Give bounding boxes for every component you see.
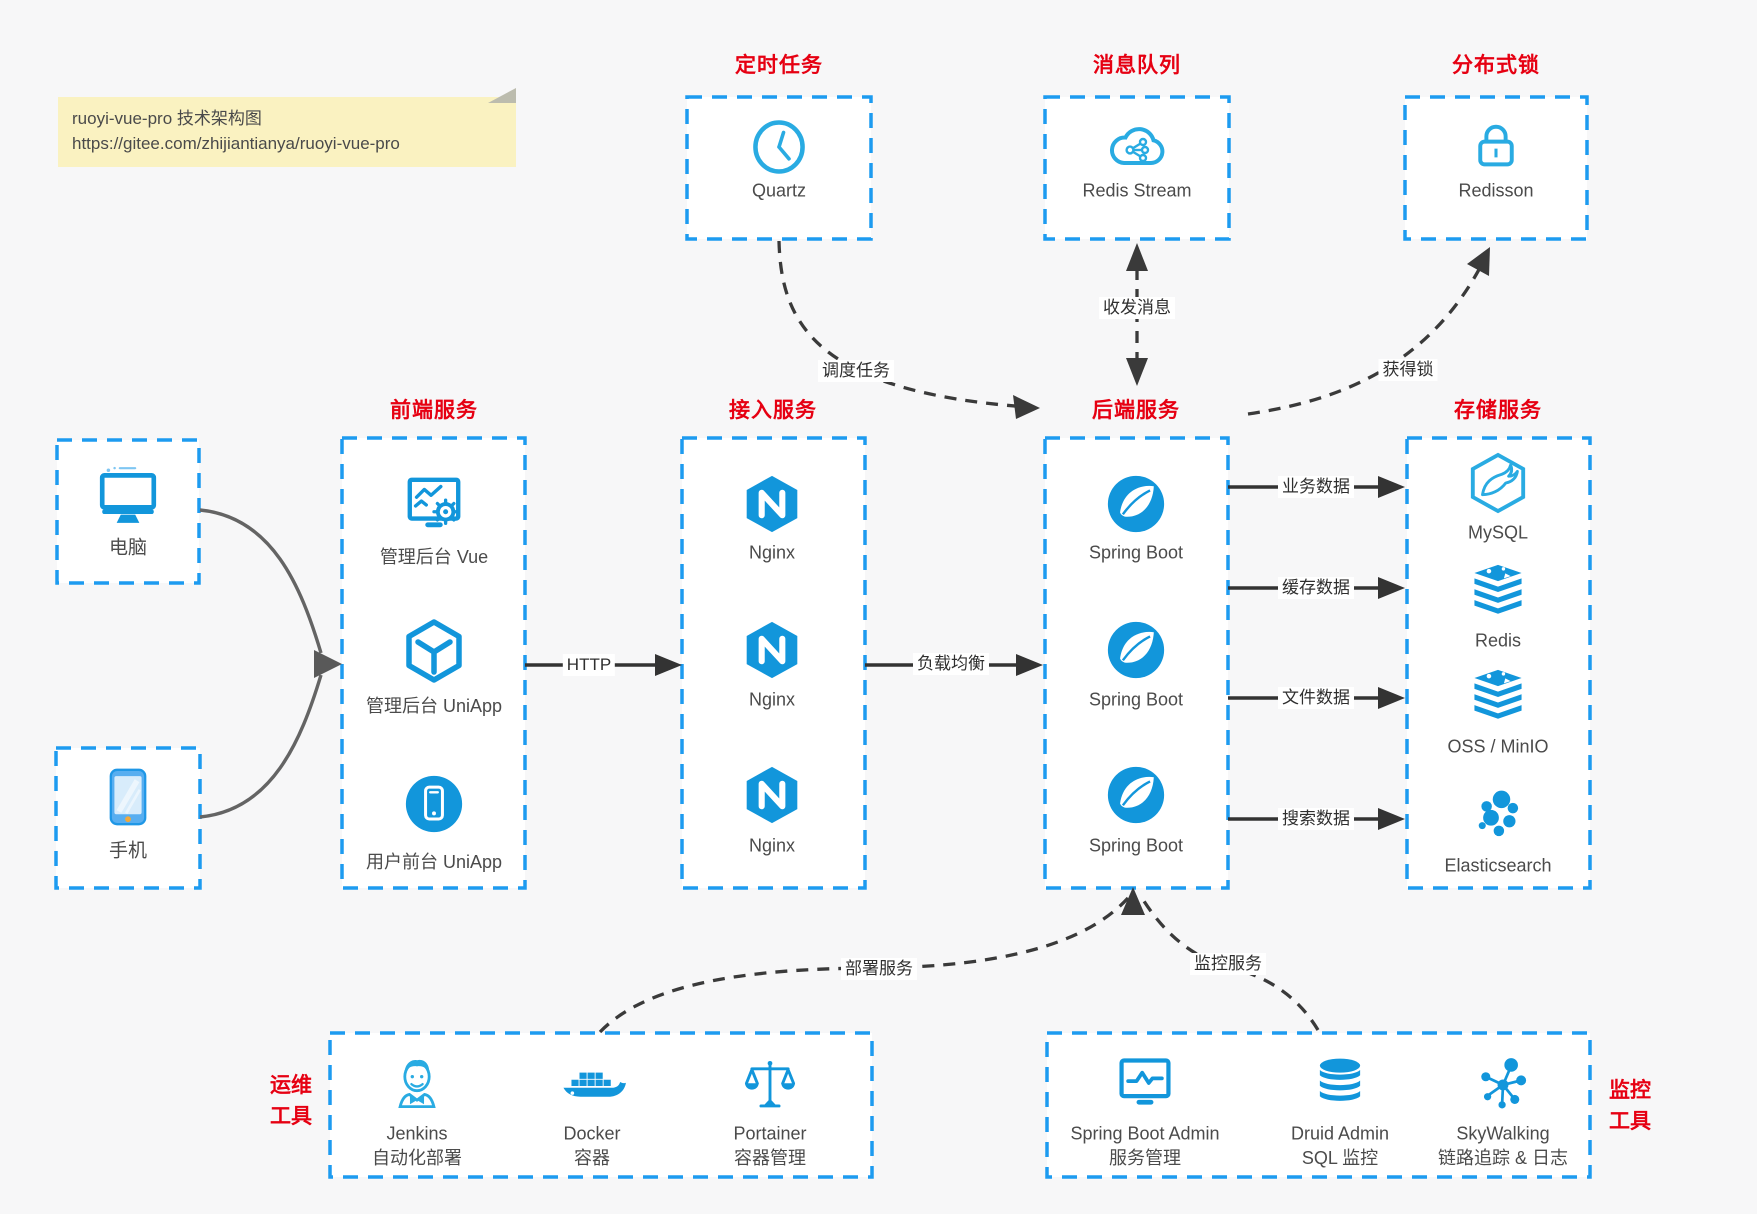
sticky-note: ruoyi-vue-pro 技术架构图 https://gitee.com/zh… (58, 88, 516, 167)
edge-label-business-data: 业务数据 (1278, 476, 1354, 498)
druid-database-icon (1312, 1056, 1368, 1112)
spring-boot-admin-icon (1115, 1053, 1175, 1113)
node-label-redisson: Redisson (1458, 180, 1534, 201)
group-title-monitor-tools: 监控 工具 (1609, 1079, 1651, 1133)
node-label-spring-boot-3: Spring Boot (1088, 835, 1184, 856)
edge-label-acquire-lock: 获得锁 (1378, 359, 1438, 381)
edge-label-send-receive-message: 收发消息 (1099, 297, 1175, 319)
note-url: https://gitee.com/zhijiantianya/ruoyi-vu… (72, 134, 400, 153)
group-title-message-queue: 消息队列 (1093, 54, 1181, 77)
skywalking-icon (1474, 1055, 1532, 1113)
spring-boot-icon (1106, 620, 1166, 680)
elasticsearch-icon (1470, 788, 1526, 844)
spring-boot-icon (1106, 765, 1166, 825)
node-desc-spring-boot-admin: 服务管理 (1109, 1148, 1181, 1168)
node-label-nginx-2: Nginx (748, 689, 796, 710)
dashed-group-boxes (54, 95, 1592, 1179)
node-desc-druid: SQL 监控 (1301, 1148, 1379, 1168)
cloud-share-icon (1105, 114, 1169, 178)
nginx-icon (742, 620, 802, 680)
group-title-ops-tools: 运维 工具 (270, 1074, 312, 1128)
lock-icon (1468, 118, 1524, 174)
node-label-admin-vue: 管理后台 Vue (379, 547, 489, 567)
edge-label-file-data: 文件数据 (1278, 687, 1354, 709)
portainer-scale-icon (741, 1057, 799, 1115)
edge-label-schedule-task: 调度任务 (818, 360, 894, 382)
nginx-icon (742, 765, 802, 825)
node-desc-docker: 容器 (574, 1148, 610, 1168)
clock-icon (750, 118, 808, 176)
node-label-spring-boot-2: Spring Boot (1088, 689, 1184, 710)
node-label-mysql: MySQL (1467, 522, 1529, 543)
node-label-spring-boot-admin: Spring Boot Admin (1070, 1123, 1220, 1144)
node-label-user-uniapp: 用户前台 UniApp (365, 852, 503, 872)
group-title-gateway: 接入服务 (729, 399, 817, 422)
group-title-frontend: 前端服务 (390, 399, 478, 422)
oss-minio-icon (1469, 668, 1527, 726)
node-label-elasticsearch: Elasticsearch (1444, 855, 1552, 876)
client-label-pc: 电脑 (108, 537, 148, 559)
node-label-redis-stream: Redis Stream (1082, 180, 1192, 201)
node-desc-skywalking: 链路追踪 & 日志 (1437, 1148, 1569, 1168)
edge-label-search-data: 搜索数据 (1278, 808, 1354, 830)
uniapp-cube-icon (402, 619, 466, 683)
node-label-nginx-1: Nginx (748, 542, 796, 563)
desktop-icon (95, 463, 161, 529)
client-label-mobile: 手机 (108, 840, 148, 862)
node-label-skywalking: SkyWalking (1456, 1123, 1550, 1144)
nginx-icon (742, 474, 802, 534)
edge-label-load-balance: 负载均衡 (913, 653, 989, 675)
client-arrowhead (314, 650, 342, 678)
node-desc-jenkins: 自动化部署 (372, 1148, 462, 1168)
solid-arrowheads (655, 476, 1405, 830)
group-title-scheduled-jobs: 定时任务 (735, 54, 823, 77)
node-label-redis: Redis (1474, 630, 1522, 651)
spring-boot-icon (1106, 474, 1166, 534)
mobile-app-circle-icon (404, 774, 464, 834)
mysql-icon (1467, 452, 1529, 514)
node-label-jenkins: Jenkins (386, 1123, 448, 1144)
node-label-admin-uniapp: 管理后台 UniApp (365, 696, 503, 716)
redis-icon (1469, 563, 1527, 621)
node-label-portainer: Portainer (733, 1123, 807, 1144)
node-label-druid: Druid Admin (1290, 1123, 1390, 1144)
note-title: ruoyi-vue-pro 技术架构图 (72, 109, 262, 128)
box-distributed-lock (1403, 95, 1589, 241)
edge-label-monitor-service: 监控服务 (1190, 953, 1266, 975)
node-label-quartz: Quartz (751, 180, 807, 201)
admin-screen-gear-icon (403, 473, 465, 535)
docker-icon (558, 1061, 626, 1111)
node-desc-portainer: 容器管理 (734, 1148, 806, 1168)
edge-label-deploy-service: 部署服务 (841, 958, 917, 980)
dashed-arrowheads (1013, 243, 1490, 915)
edge-label-http: HTTP (562, 654, 616, 676)
group-title-distributed-lock: 分布式锁 (1452, 54, 1540, 77)
box-message-queue (1043, 95, 1231, 241)
smartphone-icon (99, 768, 157, 826)
group-title-backend: 后端服务 (1092, 399, 1180, 422)
group-title-storage: 存储服务 (1454, 399, 1542, 422)
jenkins-icon (387, 1056, 447, 1116)
node-label-oss-minio: OSS / MinIO (1447, 736, 1549, 757)
client-curves (199, 508, 323, 819)
edge-label-cache-data: 缓存数据 (1278, 577, 1354, 599)
node-label-nginx-3: Nginx (748, 835, 796, 856)
node-label-spring-boot-1: Spring Boot (1088, 542, 1184, 563)
note-fold-corner (488, 88, 516, 103)
node-label-docker: Docker (563, 1123, 621, 1144)
